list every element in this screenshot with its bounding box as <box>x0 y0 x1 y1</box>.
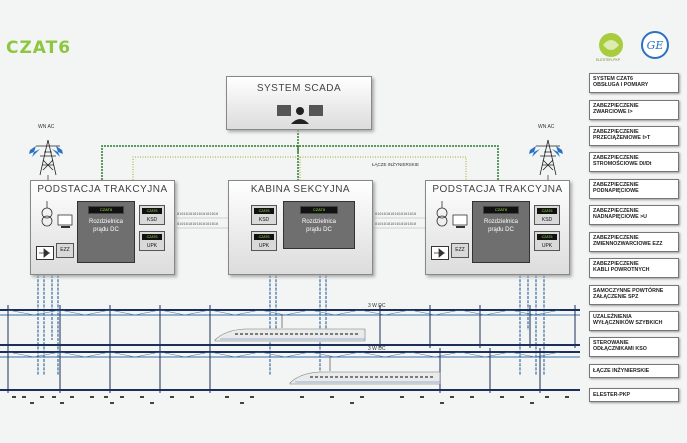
elester-logo-text: ELESTER-PKP <box>596 58 621 62</box>
ezz-module[interactable]: EZZ <box>56 243 74 258</box>
ksd-display: CZAT6 <box>254 208 274 214</box>
dc-line-2-label: 3 W DC <box>368 346 386 352</box>
substation-left[interactable]: PODSTACJA TRAKCYJNA EZZ CZAT6 Rozdzielni… <box>30 180 175 275</box>
upk-module[interactable]: CZAT6 UPK <box>534 231 560 251</box>
upk-display: CZAT6 <box>142 234 162 240</box>
upk-label: UPK <box>146 243 158 249</box>
wn-ac-left-label: WN AC <box>38 124 55 130</box>
catenary-zigzag <box>7 351 561 358</box>
rectifier-icon <box>36 246 54 260</box>
section-cabin-title: KABINA SEKCYJNA <box>250 184 351 195</box>
sidebar-item-spz[interactable]: SAMOCZYNNE POWTÓRNE ZAŁĄCZENIE SPZ <box>589 285 679 305</box>
switchgear-label: Rozdzielnica prądu DC <box>483 219 519 233</box>
wn-ac-right-label: WN AC <box>538 124 555 130</box>
czat6-display: CZAT6 <box>483 206 519 214</box>
czat6-display: CZAT6 <box>300 206 338 214</box>
data-bits-label: 0101010101010101010 <box>375 212 417 216</box>
scada-link-line <box>101 145 499 180</box>
transformer-icon <box>436 201 448 227</box>
upk-display: CZAT6 <box>537 234 557 240</box>
sidebar-item-overload[interactable]: ZABEZPIECZENIE PRZECIĄŻENIOWE I>T <box>589 126 679 146</box>
ezz-label: EZZ <box>455 247 465 253</box>
upk-module[interactable]: CZAT6 UPK <box>139 231 165 251</box>
sidebar-item-engineering-link[interactable]: ŁĄCZE INŻYNIERSKIE <box>589 364 679 378</box>
lightning-left-icon <box>29 146 63 157</box>
czat6-logo: CZAT6 <box>6 38 72 58</box>
operator-workstation-icon <box>277 105 323 124</box>
substation-right[interactable]: PODSTACJA TRAKCYJNA EZZ CZAT6 Rozdzielni… <box>425 180 570 275</box>
power-pylon-right-icon <box>536 139 560 176</box>
sidebar-item-undervoltage[interactable]: ZABEZPIECZENIE PODNAPIĘCIOWE <box>589 179 679 199</box>
ksd-module[interactable]: CZAT6 KSD <box>534 205 560 225</box>
elester-logo-icon <box>599 33 623 57</box>
ksd-display: CZAT6 <box>142 208 162 214</box>
ezz-module[interactable]: EZZ <box>451 243 469 258</box>
data-bits-label: 0101010101010101010 <box>177 222 219 226</box>
ksd-label: KSD <box>258 217 270 223</box>
sidebar-item-return-cables[interactable]: ZABEZPIECZENIE KABLI POWROTNYCH <box>589 258 679 278</box>
scada-title: SYSTEM SCADA <box>256 83 342 94</box>
substation-left-title: PODSTACJA TRAKCYJNA <box>37 184 168 195</box>
ksd-display: CZAT6 <box>537 208 557 214</box>
sidebar-item-short-circuit[interactable]: ZABEZPIECZENIE ZWARCIOWE I> <box>589 100 679 120</box>
substation-right-title: PODSTACJA TRAKCYJNA <box>432 184 563 195</box>
upk-label: UPK <box>541 243 553 249</box>
data-bits-label: 0101010101010101010 <box>177 212 219 216</box>
catenary-zigzag <box>7 309 561 316</box>
ksd-module[interactable]: CZAT6 KSD <box>251 205 277 225</box>
section-cabin[interactable]: KABINA SEKCYJNA CZAT6 KSD CZAT6 UPK CZAT… <box>228 180 373 275</box>
computer-icon <box>57 214 73 228</box>
computer-icon <box>452 214 468 228</box>
rectifier-icon <box>431 246 449 260</box>
ezz-label: EZZ <box>60 247 70 253</box>
dc-switchgear-left[interactable]: CZAT6 Rozdzielnica prądu DC <box>77 201 135 263</box>
dc-switchgear-right[interactable]: CZAT6 Rozdzielnica prądu DC <box>472 201 530 263</box>
dc-line-1-label: 3 W DC <box>368 303 386 309</box>
czat6-display: CZAT6 <box>88 206 124 214</box>
feeder-drops <box>37 275 545 375</box>
transformer-icon <box>41 201 53 227</box>
ge-logo-icon: GE <box>641 31 669 59</box>
train-lower-icon <box>289 357 441 385</box>
sidebar-item-ezz[interactable]: ZABEZPIECZENIE ZMIENNOZWARCIOWE EZZ <box>589 232 679 252</box>
upk-display: CZAT6 <box>254 234 274 240</box>
ksd-module[interactable]: CZAT6 KSD <box>139 205 165 225</box>
power-pylon-left-icon <box>36 139 60 176</box>
upk-label: UPK <box>258 243 270 249</box>
sidebar-item-overvoltage[interactable]: ZABEZPIECZENIE NADNAPIĘCIOWE >U <box>589 205 679 225</box>
data-bits-label: 0101010101010101010 <box>375 222 417 226</box>
sidebar-item-czat6-system[interactable]: SYSTEM CZAT6 OBSŁUGA I POMIARY <box>589 73 679 93</box>
engineering-link-line <box>132 156 467 180</box>
sidebar-item-di-dt[interactable]: ZABEZPIECZENIE STROMOŚCIOWE DI/Dt <box>589 152 679 172</box>
sidebar-item-fast-breakers[interactable]: UZALEŻNIENIA WYŁĄCZNIKÓW SZYBKICH <box>589 311 679 331</box>
sidebar-item-elester[interactable]: ELESTER-PKP <box>589 388 679 402</box>
ge-logo-text: GE <box>647 39 664 52</box>
catenary-posts <box>7 305 576 393</box>
ksd-label: KSD <box>541 217 553 223</box>
sidebar-item-kso[interactable]: STEROWANIE ODŁĄCZNIKAMI KSO <box>589 337 679 357</box>
upk-module[interactable]: CZAT6 UPK <box>251 231 277 251</box>
dc-switchgear-cabin[interactable]: CZAT6 Rozdzielnica prądu DC <box>283 201 355 249</box>
ksd-label: KSD <box>146 217 158 223</box>
switchgear-label: Rozdzielnica prądu DC <box>301 219 337 233</box>
train-upper-icon <box>214 315 366 342</box>
ground-marks <box>12 396 569 404</box>
switchgear-label: Rozdzielnica prądu DC <box>88 219 124 233</box>
engineering-link-label: ŁĄCZE INŻYNIERSKIE <box>372 162 420 167</box>
scada-box[interactable]: SYSTEM SCADA <box>226 76 372 130</box>
lightning-right-icon <box>529 146 563 157</box>
